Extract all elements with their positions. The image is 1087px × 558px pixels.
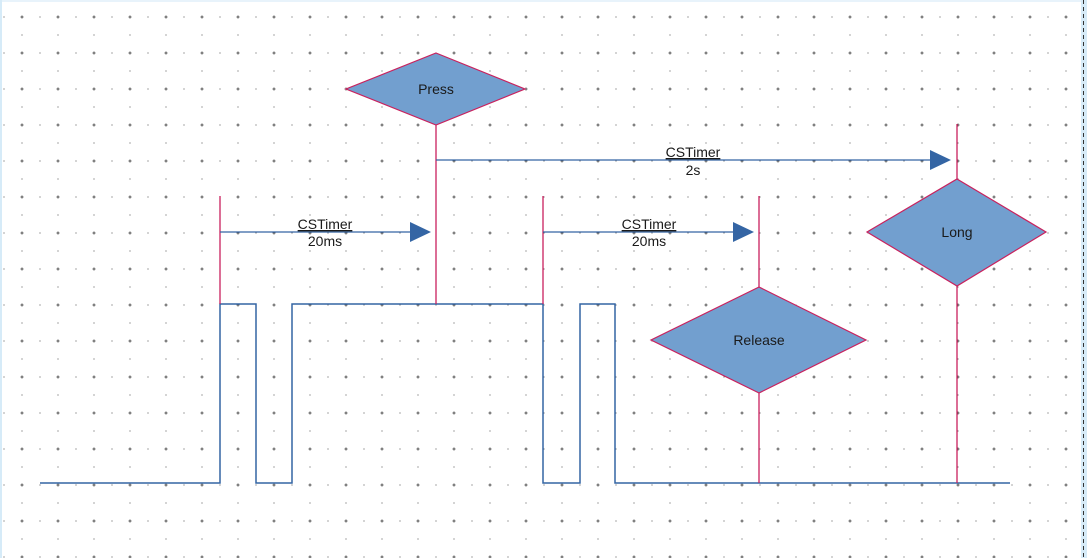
decision-label: Long (941, 224, 972, 240)
arrowhead-icon (930, 150, 951, 170)
timer-label-duration: 2s (686, 162, 701, 178)
page-boundary-dashed-line (1083, 0, 1084, 558)
canvas-top-border (0, 0, 1087, 2)
timer-label-duration: 20ms (308, 233, 342, 249)
decision-long[interactable]: Long (865, 178, 1048, 287)
timer-label-name: CSTimer (298, 216, 353, 232)
timer-label-name: CSTimer (666, 144, 721, 160)
page-margin-right (1081, 0, 1087, 558)
decision-press[interactable]: Press (344, 52, 527, 126)
decision-label: Press (418, 81, 454, 97)
decision-release[interactable]: Release (649, 286, 868, 394)
timer-arrow-20ms-first[interactable] (220, 222, 431, 242)
timer-label-duration: 20ms (632, 233, 666, 249)
timer-label-name: CSTimer (622, 216, 677, 232)
grid-points (3, 15, 1068, 558)
canvas-left-border (0, 0, 2, 558)
arrowhead-icon (410, 222, 431, 242)
decision-label: Release (733, 332, 785, 348)
timer-arrow-20ms-second[interactable] (543, 222, 754, 242)
timer-arrow-2s[interactable] (436, 150, 951, 170)
signal-waveform[interactable] (40, 303, 1010, 484)
arrowhead-icon (733, 222, 754, 242)
